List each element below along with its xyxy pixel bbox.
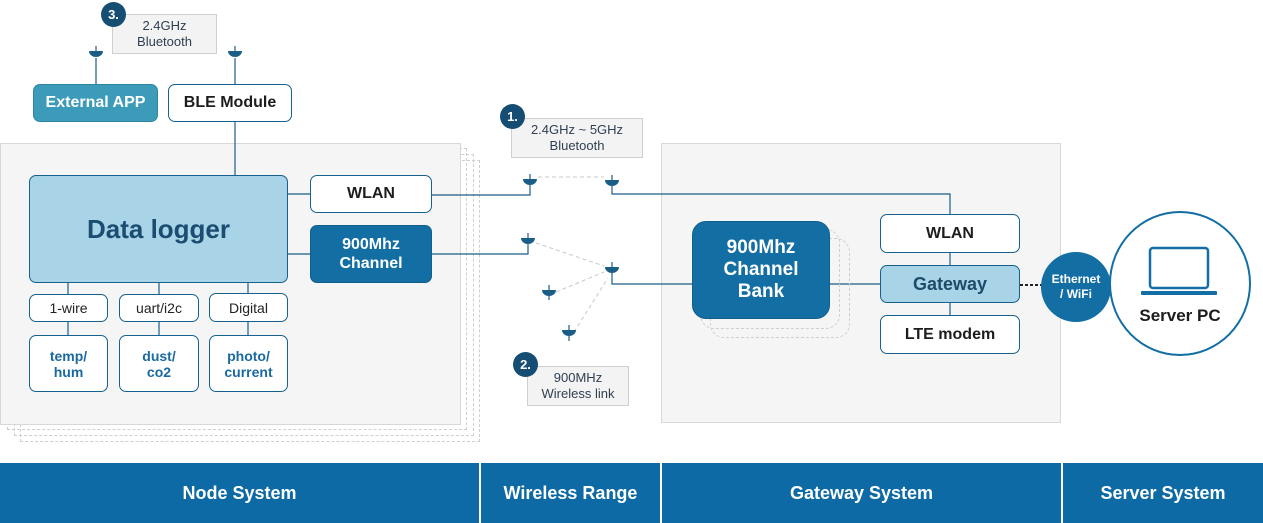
sensor-temp-hum: temp/ hum: [29, 335, 108, 392]
data-logger-box: Data logger: [29, 175, 288, 283]
server-pc-label: Server PC: [1139, 306, 1221, 325]
sensor-dust-co2: dust/ co2: [119, 335, 199, 392]
footer-gateway-system: Gateway System: [662, 463, 1061, 523]
ethernet-wifi-badge: Ethernet / WiFi: [1041, 252, 1111, 322]
footer-server-system: Server System: [1063, 463, 1263, 523]
footer-node-system: Node System: [0, 463, 479, 523]
bus-uart-i2c: uart/i2c: [119, 294, 199, 322]
sensor-photo-current: photo/ current: [209, 335, 288, 392]
ble-module-box: BLE Module: [168, 84, 292, 122]
footer-wireless-range: Wireless Range: [481, 463, 660, 523]
note-900-link: 900MHz Wireless link: [527, 366, 629, 406]
node-900-channel-box: 900Mhz Channel: [310, 225, 432, 283]
lte-modem-box: LTE modem: [880, 315, 1020, 354]
badge-1: 1.: [500, 104, 525, 129]
channel-bank-box: 900Mhz Channel Bank: [692, 221, 830, 319]
note-1-line2: Bluetooth: [549, 138, 605, 153]
note-wlan-band: 2.4GHz ~ 5GHz Bluetooth: [511, 118, 643, 158]
badge-3: 3.: [101, 2, 126, 27]
note-bluetooth-ble: 2.4GHz Bluetooth: [112, 14, 217, 54]
note-3-line2: Bluetooth: [137, 34, 192, 49]
note-2-line2: Wireless link: [541, 386, 615, 401]
server-pc-circle: [1109, 211, 1251, 356]
bus-1-wire: 1-wire: [29, 294, 108, 322]
badge-2: 2.: [513, 352, 538, 377]
gateway-wlan-box: WLAN: [880, 214, 1020, 253]
note-1-line1: 2.4GHz ~ 5GHz: [530, 122, 624, 137]
external-app-box: External APP: [33, 84, 158, 122]
node-wlan-box: WLAN: [310, 175, 432, 213]
gateway-box: Gateway: [880, 265, 1020, 303]
note-2-line1: 900MHz: [553, 370, 603, 385]
bus-digital: Digital: [209, 293, 288, 322]
note-3-line1: 2.4GHz: [142, 18, 187, 33]
